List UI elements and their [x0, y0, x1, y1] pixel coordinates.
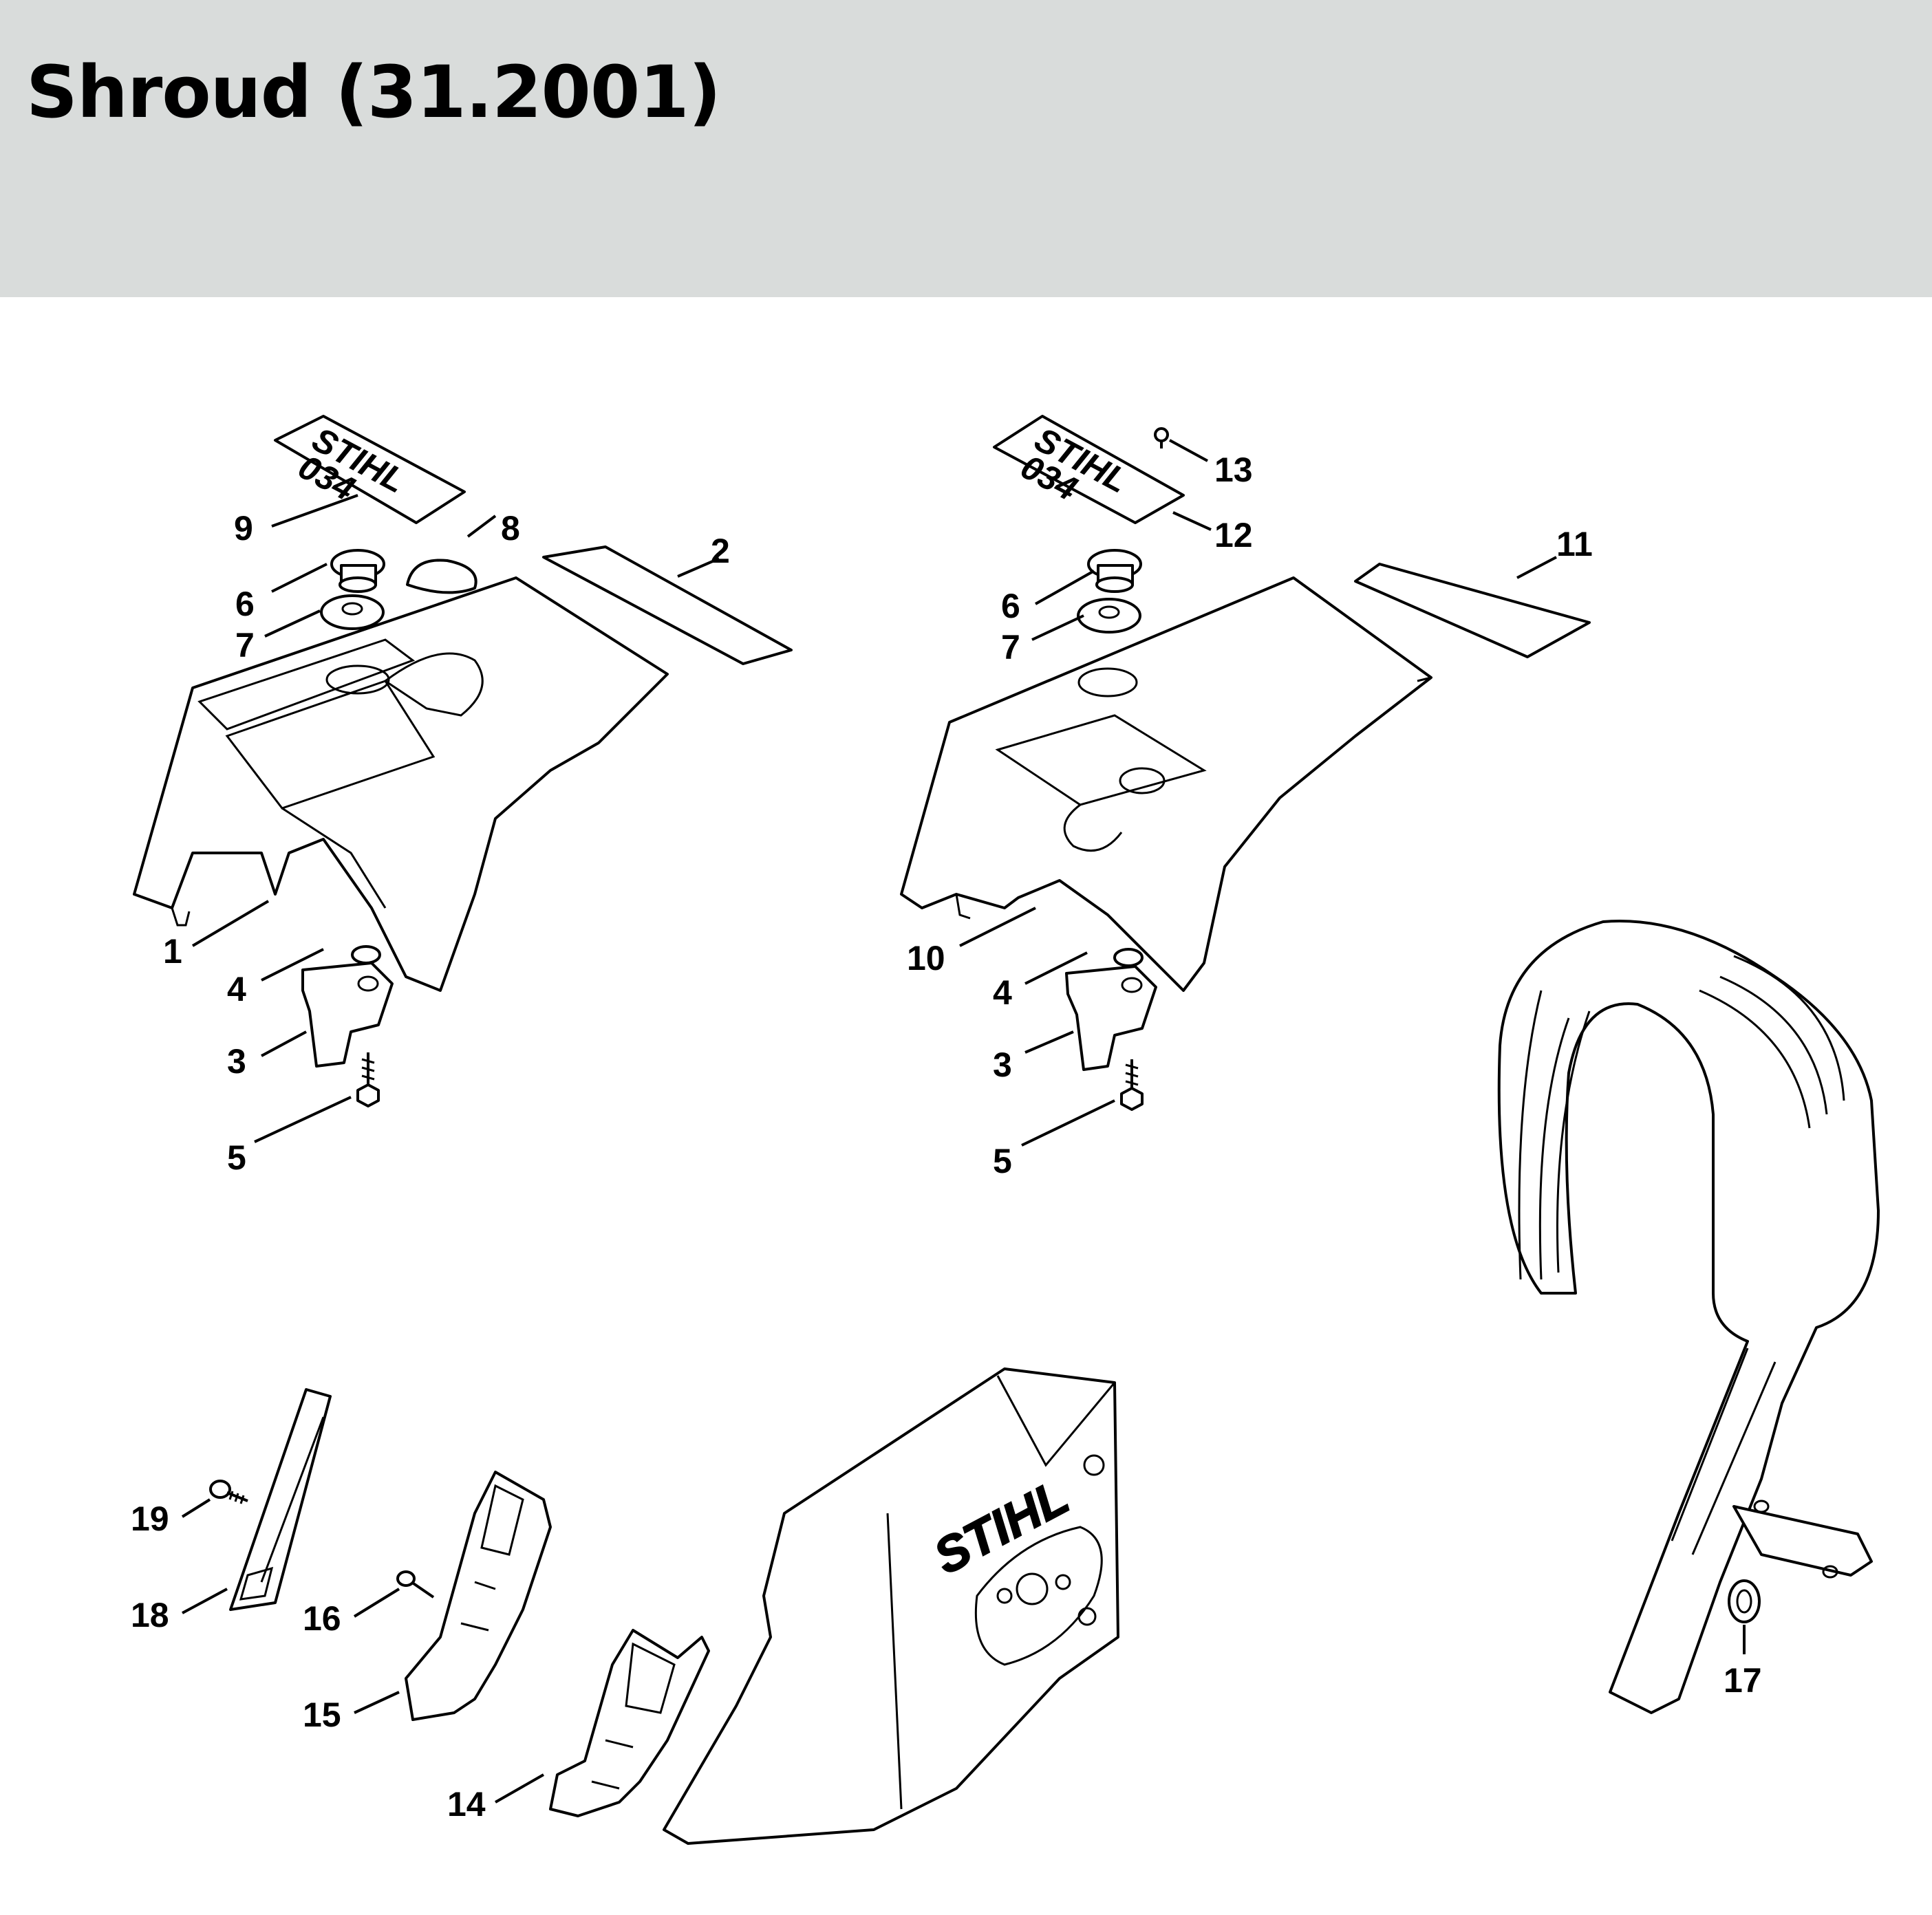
callout-7-right: 7 [1001, 628, 1020, 667]
oring-4-right [1113, 948, 1144, 967]
guide-14 [549, 1629, 710, 1817]
callout-4-left: 4 [227, 970, 246, 1008]
leader-lines [181, 439, 1746, 1804]
callout-1: 1 [163, 932, 182, 971]
filter-cover-11 [1354, 563, 1591, 658]
callout-14: 14 [447, 1785, 486, 1824]
knob-6-right [1087, 549, 1142, 593]
grommet-7-left [320, 594, 385, 630]
knob-6-left [330, 549, 385, 593]
shroud-10 [900, 576, 1432, 992]
callout-2: 2 [711, 532, 730, 570]
grommet-7-right [1077, 598, 1141, 634]
callout-15: 15 [303, 1696, 341, 1734]
callouts: 9 8 2 6 7 1 4 3 5 13 12 11 6 7 10 4 3 5 … [131, 451, 1762, 1824]
callout-8: 8 [501, 509, 520, 548]
strip-18 [229, 1388, 332, 1611]
screw-16 [396, 1570, 435, 1599]
callout-6-right: 6 [1001, 587, 1020, 625]
decal-plate-9: STIHL 034 [274, 415, 466, 524]
callout-4-right: 4 [993, 973, 1012, 1012]
washer-17 [1728, 1579, 1761, 1623]
callout-6-left: 6 [235, 585, 255, 623]
callout-17: 17 [1724, 1661, 1762, 1700]
callout-12: 12 [1214, 516, 1253, 554]
cap-8 [406, 559, 477, 594]
header-bar: Shroud (31.2001) [0, 0, 1932, 297]
callout-10: 10 [907, 939, 945, 977]
callout-5-left: 5 [227, 1138, 246, 1177]
screw-13 [1154, 427, 1169, 448]
screw-5-right [1120, 1059, 1144, 1111]
page-title: Shroud (31.2001) [26, 50, 721, 134]
handlebar [1497, 920, 1880, 1714]
callout-13: 13 [1214, 451, 1253, 489]
callout-7-left: 7 [235, 626, 255, 664]
callout-3-left: 3 [227, 1042, 246, 1081]
callout-9: 9 [234, 509, 253, 548]
callout-19: 19 [131, 1500, 169, 1538]
callout-18: 18 [131, 1596, 169, 1634]
callout-3-right: 3 [993, 1046, 1012, 1084]
guide-15 [405, 1471, 552, 1721]
callout-11: 11 [1556, 525, 1593, 563]
shroud-1 [133, 576, 669, 992]
screw-19 [209, 1480, 248, 1504]
bracket-3-right [1065, 965, 1157, 1071]
filter-strip-2 [542, 545, 793, 665]
callout-5-right: 5 [993, 1142, 1012, 1180]
screw-5-left [356, 1052, 380, 1107]
bracket-3-left [301, 962, 394, 1068]
oring-4-left [351, 945, 381, 964]
callout-16: 16 [303, 1599, 341, 1638]
sprocket-cover: STIHL [663, 1367, 1119, 1845]
